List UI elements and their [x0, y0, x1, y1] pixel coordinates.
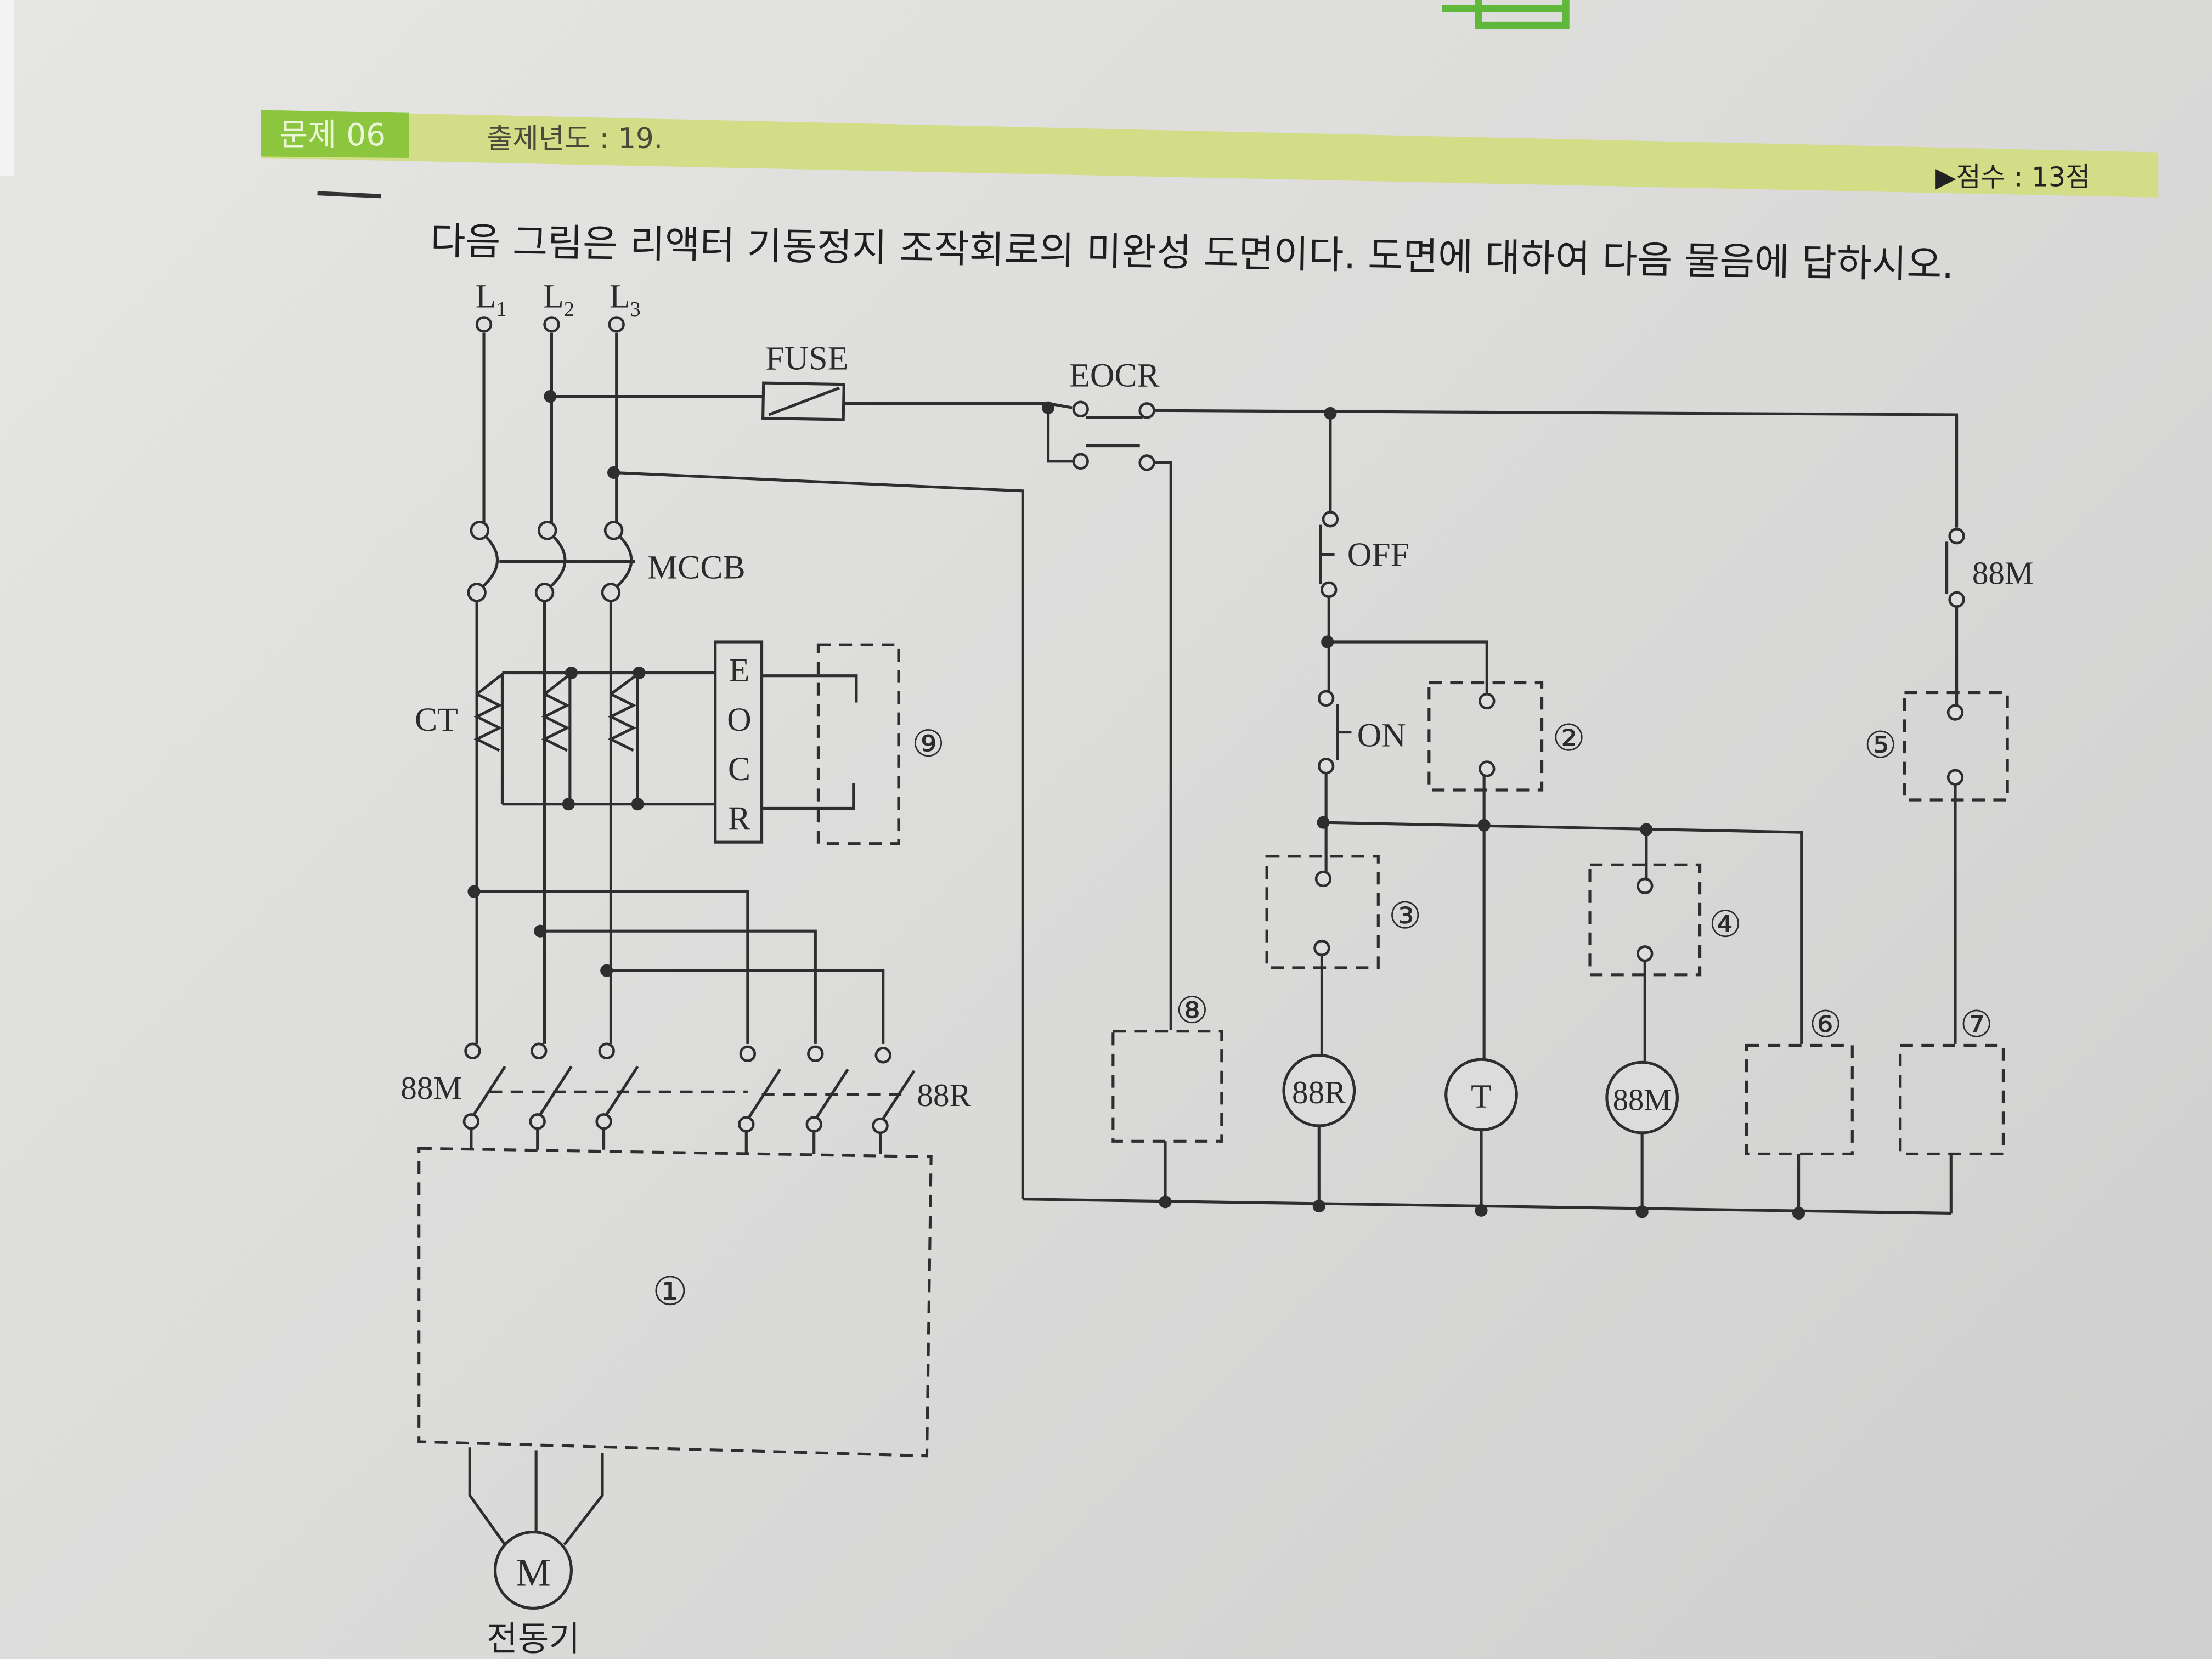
logo-fragment-icon	[1442, 0, 1570, 29]
blank-6: ⑥	[1745, 1005, 1854, 1155]
ct-label: CT	[415, 701, 458, 738]
main-88r-label: 88R	[917, 1077, 971, 1113]
label-l1: L1	[476, 278, 507, 321]
blank-6-label: ⑥	[1809, 1005, 1842, 1045]
margin-dash	[317, 191, 381, 199]
page-edge	[0, 0, 14, 176]
on-button: ON	[1317, 690, 1406, 775]
blank-5: ⑤	[1864, 691, 2009, 802]
score: ▶점수 : 13점	[1936, 161, 2090, 193]
off-label: OFF	[1347, 536, 1409, 573]
blank-9: ⑨	[816, 643, 945, 845]
blank-1-label: ①	[652, 1270, 688, 1314]
eocr-contact-label: EOCR	[1069, 357, 1160, 394]
blank-1: ①	[417, 1147, 933, 1458]
blank-2: ②	[1427, 681, 1585, 792]
blank-8: ⑧	[1111, 990, 1223, 1143]
blank-2-label: ②	[1552, 718, 1585, 759]
eocr-relay-box: E O C R	[714, 640, 858, 844]
header-bar	[261, 110, 2159, 198]
question-text: 다음 그림은 리액터 기동정지 조작회로의 미완성 도면이다. 도면에 대하여 …	[430, 219, 1954, 287]
blank-3-label: ③	[1389, 896, 1421, 936]
coil-88r-label: 88R	[1292, 1074, 1346, 1110]
contact-88m-aux: 88M	[1945, 527, 2034, 608]
eocr-letter: R	[728, 800, 751, 837]
problem-badge	[261, 110, 409, 158]
on-label: ON	[1357, 716, 1406, 754]
contactor-88r: 88R	[738, 1045, 972, 1135]
blank-5-label: ⑤	[1864, 725, 1897, 766]
main-88m-label: 88M	[400, 1070, 462, 1106]
exam-year: 출제년도 : 19.	[487, 122, 663, 155]
eocr-letter: C	[728, 751, 751, 788]
blank-4: ④	[1588, 863, 1742, 977]
eocr-letter: E	[729, 652, 750, 689]
coil-88m: 88M	[1605, 1060, 1679, 1135]
label-l3: L3	[610, 278, 641, 321]
current-transformers: CT	[415, 667, 715, 811]
motor-symbol: M	[516, 1550, 551, 1594]
blank-7: ⑦	[1899, 1005, 2005, 1155]
blank-7-label: ⑦	[1960, 1005, 1993, 1045]
coil-t-label: T	[1471, 1078, 1492, 1115]
problem-header: 문제 06 출제년도 : 19. ▶점수 : 13점	[261, 110, 2159, 198]
contactor-88m: 88M	[400, 1042, 748, 1130]
motor-label: 전동기	[487, 1620, 580, 1659]
coil-88r: 88R	[1282, 1053, 1356, 1127]
blank-3: ③	[1265, 855, 1421, 969]
off-button: OFF	[1319, 413, 1409, 599]
contact-88m-label: 88M	[1972, 555, 2034, 591]
mccb: MCCB	[467, 521, 746, 602]
control-circuit: FUSE EOCR ⑧ OFF	[544, 340, 2034, 1220]
power-circuit: L1 L2 L3 MCCB CT E O C	[400, 278, 971, 1659]
label-l2: L2	[543, 278, 574, 321]
fuse: FUSE	[761, 340, 848, 421]
motor: M 전동기	[468, 1447, 604, 1659]
mccb-label: MCCB	[647, 549, 745, 586]
blank-9-label: ⑨	[912, 724, 945, 764]
eocr-contacts: EOCR	[1042, 357, 1160, 471]
blank-8-label: ⑧	[1176, 990, 1209, 1031]
problem-label: 문제 06	[279, 117, 386, 153]
coil-timer: T	[1444, 1058, 1518, 1132]
eocr-letter: O	[727, 701, 752, 738]
fuse-label: FUSE	[765, 340, 848, 377]
blank-4-label: ④	[1709, 904, 1742, 945]
coil-88m-label: 88M	[1613, 1084, 1672, 1118]
